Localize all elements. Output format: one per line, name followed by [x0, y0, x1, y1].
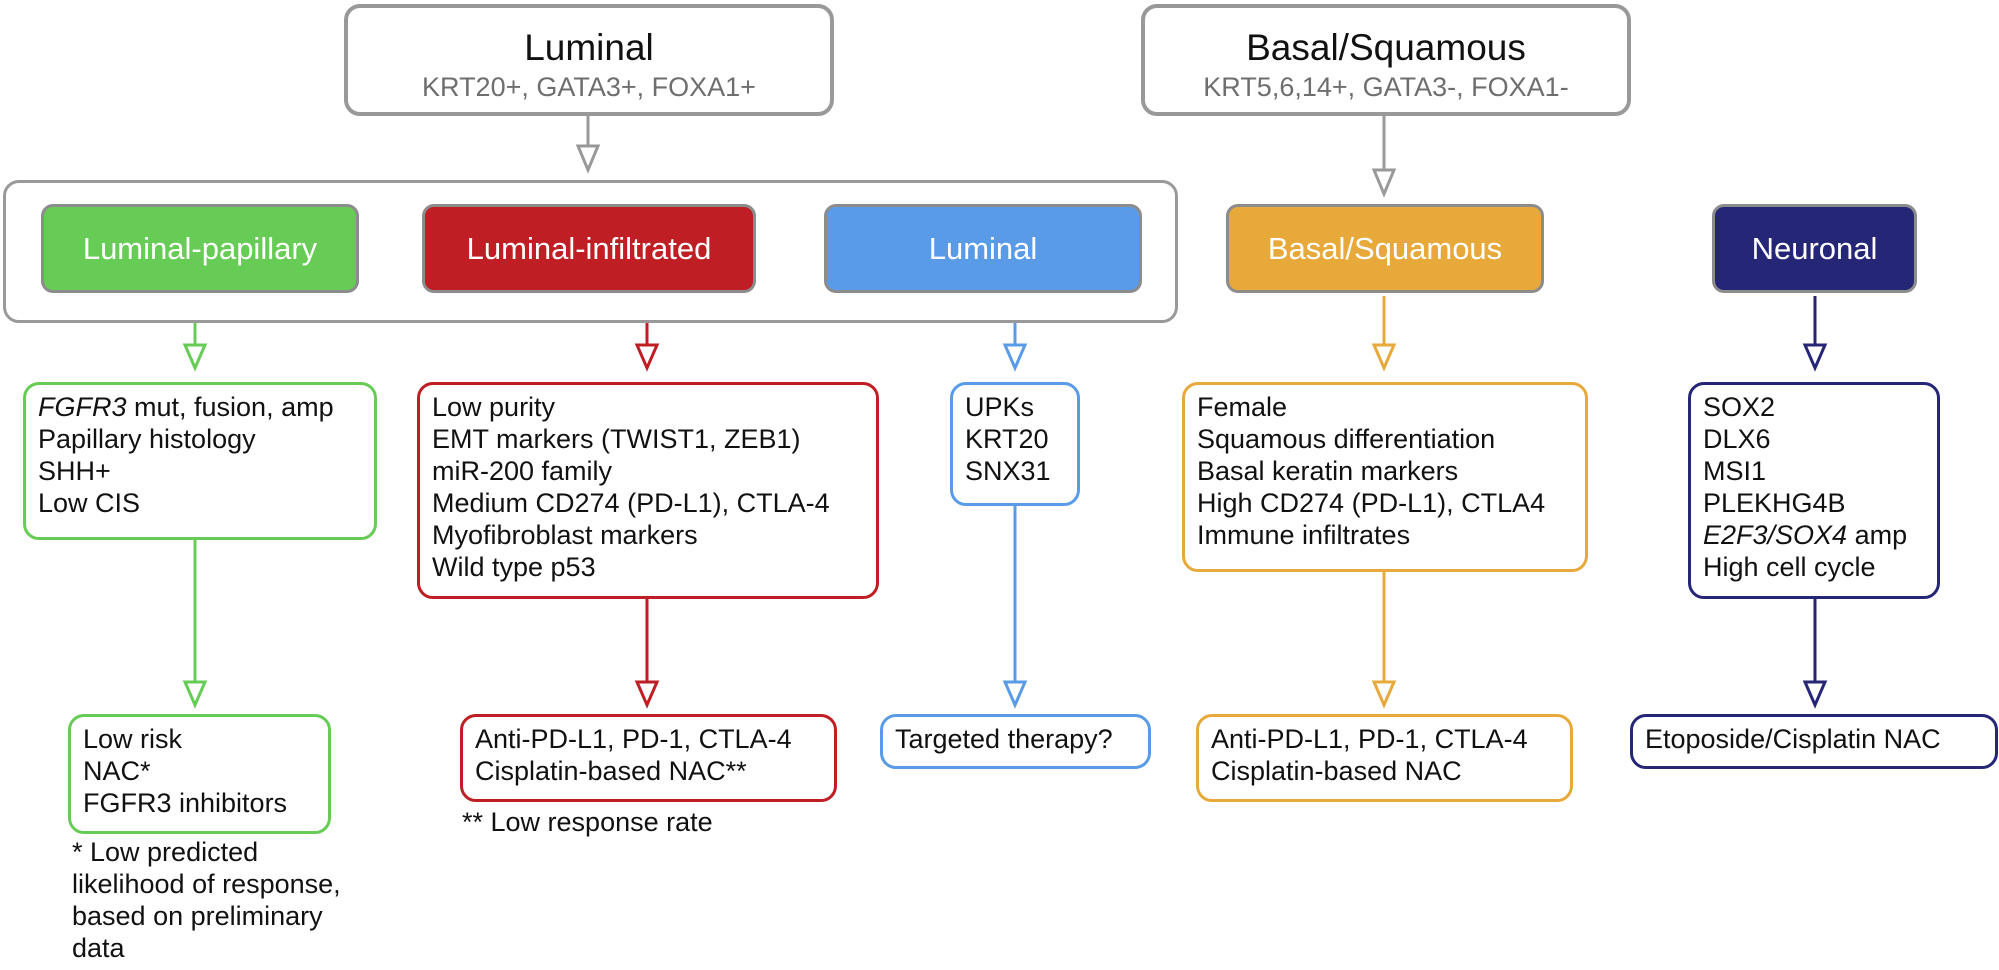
feature-line: MSI1: [1703, 456, 1767, 486]
basal-class-title: Basal/Squamous: [1246, 27, 1526, 68]
feature-line: SNX31: [965, 456, 1051, 486]
feature-gene-rest: amp: [1847, 520, 1908, 550]
feature-gene: FGFR3: [38, 392, 127, 422]
therapy-luminal: Targeted therapy?: [880, 714, 1151, 769]
footnote-single-asterisk: * Low predicted likelihood of response, …: [72, 836, 341, 964]
basal-class-box: Basal/Squamous KRT5,6,14+, GATA3-, FOXA1…: [1141, 4, 1631, 116]
feature-line: EMT markers (TWIST1, ZEB1): [432, 424, 801, 454]
subtype-luminal-papillary: Luminal-papillary: [41, 204, 359, 293]
therapy-line: Cisplatin-based NAC**: [475, 756, 747, 786]
therapy-luminal-papillary: Low risk NAC* FGFR3 inhibitors: [68, 714, 331, 834]
therapy-line: FGFR3 inhibitors: [83, 788, 288, 818]
subtype-basal-squamous: Basal/Squamous: [1226, 204, 1544, 293]
feature-line: Basal keratin markers: [1197, 456, 1459, 486]
therapy-line: Low risk: [83, 724, 183, 754]
feature-line: FGFR3 mut, fusion, amp: [38, 391, 362, 423]
feature-line: DLX6: [1703, 424, 1771, 454]
therapy-line: Anti-PD-L1, PD-1, CTLA-4: [1211, 724, 1528, 754]
footnote-line: likelihood of response,: [72, 869, 341, 899]
feature-line: Medium CD274 (PD-L1), CTLA-4: [432, 488, 830, 518]
footnote-line: based on preliminary: [72, 901, 323, 931]
feature-line: Papillary histology: [38, 424, 256, 454]
subtype-luminal: Luminal: [824, 204, 1142, 293]
feature-line: High cell cycle: [1703, 552, 1876, 582]
therapy-line: Anti-PD-L1, PD-1, CTLA-4: [475, 724, 792, 754]
features-basal-squamous: Female Squamous differentiation Basal ke…: [1182, 382, 1588, 572]
feature-line: miR-200 family: [432, 456, 613, 486]
feature-line: High CD274 (PD-L1), CTLA4: [1197, 488, 1546, 518]
luminal-class-title: Luminal: [524, 27, 654, 68]
feature-line: Myofibroblast markers: [432, 520, 698, 550]
feature-line: PLEKHG4B: [1703, 488, 1846, 518]
feature-line: SOX2: [1703, 392, 1776, 422]
feature-line: UPKs: [965, 392, 1035, 422]
feature-line: Immune infiltrates: [1197, 520, 1411, 550]
features-luminal: UPKs KRT20 SNX31: [950, 382, 1080, 506]
footnote-line: data: [72, 933, 125, 963]
luminal-class-markers: KRT20+, GATA3+, FOXA1+: [422, 72, 756, 102]
feature-line: Low purity: [432, 392, 556, 422]
feature-line: E2F3/SOX4 amp: [1703, 519, 1925, 551]
feature-line: Female: [1197, 392, 1288, 422]
feature-line: Low CIS: [38, 488, 141, 518]
feature-gene-rest: mut, fusion, amp: [126, 392, 334, 422]
therapy-luminal-infiltrated: Anti-PD-L1, PD-1, CTLA-4 Cisplatin-based…: [460, 714, 837, 802]
subtype-neuronal: Neuronal: [1712, 204, 1917, 293]
features-luminal-papillary: FGFR3 mut, fusion, amp Papillary histolo…: [23, 382, 377, 540]
therapy-line: Targeted therapy?: [895, 724, 1113, 754]
therapy-neuronal: Etoposide/Cisplatin NAC: [1630, 714, 1998, 769]
features-luminal-infiltrated: Low purity EMT markers (TWIST1, ZEB1) mi…: [417, 382, 879, 599]
feature-line: Squamous differentiation: [1197, 424, 1496, 454]
subtype-luminal-infiltrated: Luminal-infiltrated: [422, 204, 756, 293]
therapy-line: Etoposide/Cisplatin NAC: [1645, 724, 1941, 754]
feature-line: KRT20: [965, 424, 1049, 454]
footnote-double-asterisk: ** Low response rate: [462, 807, 713, 837]
basal-class-markers: KRT5,6,14+, GATA3-, FOXA1-: [1203, 72, 1569, 102]
therapy-basal-squamous: Anti-PD-L1, PD-1, CTLA-4 Cisplatin-based…: [1196, 714, 1573, 802]
therapy-line: NAC*: [83, 756, 151, 786]
feature-line: Wild type p53: [432, 552, 596, 582]
luminal-class-box: Luminal KRT20+, GATA3+, FOXA1+: [344, 4, 834, 116]
therapy-line: Cisplatin-based NAC: [1211, 756, 1462, 786]
footnote-line: * Low predicted: [72, 837, 259, 867]
feature-line: SHH+: [38, 456, 111, 486]
features-neuronal: SOX2 DLX6 MSI1 PLEKHG4B E2F3/SOX4 amp Hi…: [1688, 382, 1940, 599]
feature-gene: E2F3/SOX4: [1703, 520, 1848, 550]
